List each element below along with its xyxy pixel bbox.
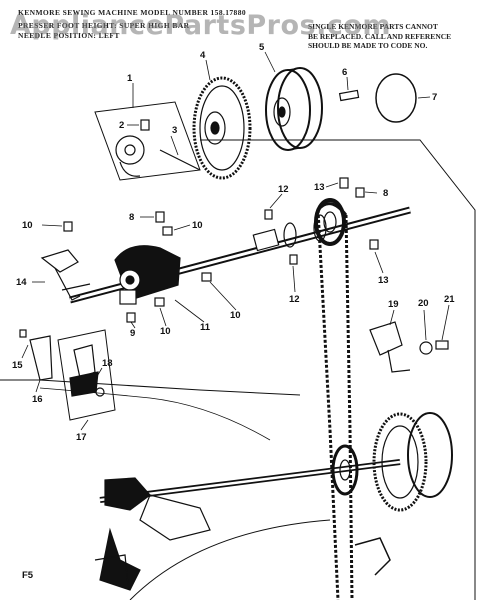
- lower-belt: [328, 429, 354, 600]
- callout-19: 19: [388, 299, 399, 310]
- callout-2: 2: [119, 120, 124, 131]
- crank-counterweight: [114, 245, 181, 305]
- housing-outline: [0, 139, 476, 600]
- callout-8b: 8: [383, 188, 388, 199]
- callout-10c: 10: [230, 310, 241, 321]
- callout-16: 16: [32, 394, 43, 405]
- callout-18: 18: [102, 358, 113, 369]
- callout-14: 14: [16, 277, 27, 288]
- timing-belt-pulley: [314, 198, 346, 246]
- header-model-line: KENMORE SEWING MACHINE MODEL NUMBER 158.…: [18, 8, 247, 17]
- callout-10a: 10: [22, 220, 33, 231]
- screw-9: [126, 312, 136, 323]
- header-needle-position: NEEDLE POSITION: LEFT: [18, 31, 120, 40]
- screw-10b: [162, 226, 173, 236]
- screw-10d: [154, 297, 165, 307]
- callout-9: 9: [130, 328, 135, 339]
- part-21-screw: [435, 340, 449, 350]
- screw-13a: [339, 177, 349, 189]
- part-20-washer: [419, 341, 433, 355]
- part-19-bracket: [369, 321, 411, 373]
- screw-10a: [63, 221, 73, 232]
- screw-12a: [264, 209, 273, 220]
- part-4-gear: [192, 76, 252, 180]
- watermark: AppliancePartsPros.com: [10, 10, 392, 41]
- shaft-collar: [252, 228, 280, 252]
- callout-4: 4: [200, 50, 206, 61]
- part-17-box: [57, 329, 116, 421]
- part-6-screw: [338, 89, 360, 102]
- screw-10c: [201, 272, 212, 282]
- callout-21: 21: [444, 294, 455, 305]
- callout-13a: 13: [314, 182, 325, 193]
- callout-15: 15: [12, 360, 23, 371]
- screw-8: [155, 211, 165, 223]
- callout-12a: 12: [278, 184, 289, 195]
- callout-8: 8: [129, 212, 134, 223]
- callout-1: 1: [127, 73, 133, 84]
- callout-7: 7: [432, 92, 437, 103]
- note-line-2: BE REPLACED. CALL AND REFERENCE: [308, 31, 452, 41]
- callout-13b: 13: [378, 275, 389, 286]
- part-1-box: [94, 101, 201, 181]
- part-2-screw: [140, 119, 150, 131]
- part-7-belt-ring: [375, 73, 417, 123]
- callout-6: 6: [342, 67, 347, 78]
- callout-10d: 10: [160, 326, 171, 337]
- screw-13b: [369, 239, 379, 250]
- lower-right-bracket: [354, 537, 391, 576]
- screw-8b: [355, 187, 365, 198]
- header-presser-foot: PRESSER FOOT HEIGHT: SUPER HIGH BAR: [18, 21, 190, 30]
- part-1-bushing: [115, 135, 145, 165]
- part-17-presser-foot-lifter: [69, 344, 105, 397]
- part-15-16-plate: [29, 335, 53, 381]
- callout-17: 17: [76, 432, 87, 443]
- note-block: SINGLE KENMORE PARTS CANNOT BE REPLACED.…: [308, 22, 451, 51]
- callout-12b: 12: [289, 294, 300, 305]
- callout-10b: 10: [192, 220, 203, 231]
- lower-gear: [372, 412, 453, 512]
- callout-5: 5: [259, 42, 265, 53]
- figure-code: F5: [22, 570, 34, 581]
- note-line-1: SINGLE KENMORE PARTS CANNOT: [308, 22, 438, 31]
- timing-belt: [316, 209, 352, 431]
- feed-mechanism: [94, 477, 211, 591]
- screw-12b: [289, 254, 298, 265]
- part-5-pulley: [265, 67, 323, 151]
- note-line-3: SHOULD BE MADE TO CODE NO.: [308, 41, 428, 50]
- callout-11: 11: [200, 322, 211, 333]
- callout-20: 20: [418, 298, 429, 309]
- callout-3: 3: [172, 125, 177, 136]
- part-14-link: [40, 249, 91, 301]
